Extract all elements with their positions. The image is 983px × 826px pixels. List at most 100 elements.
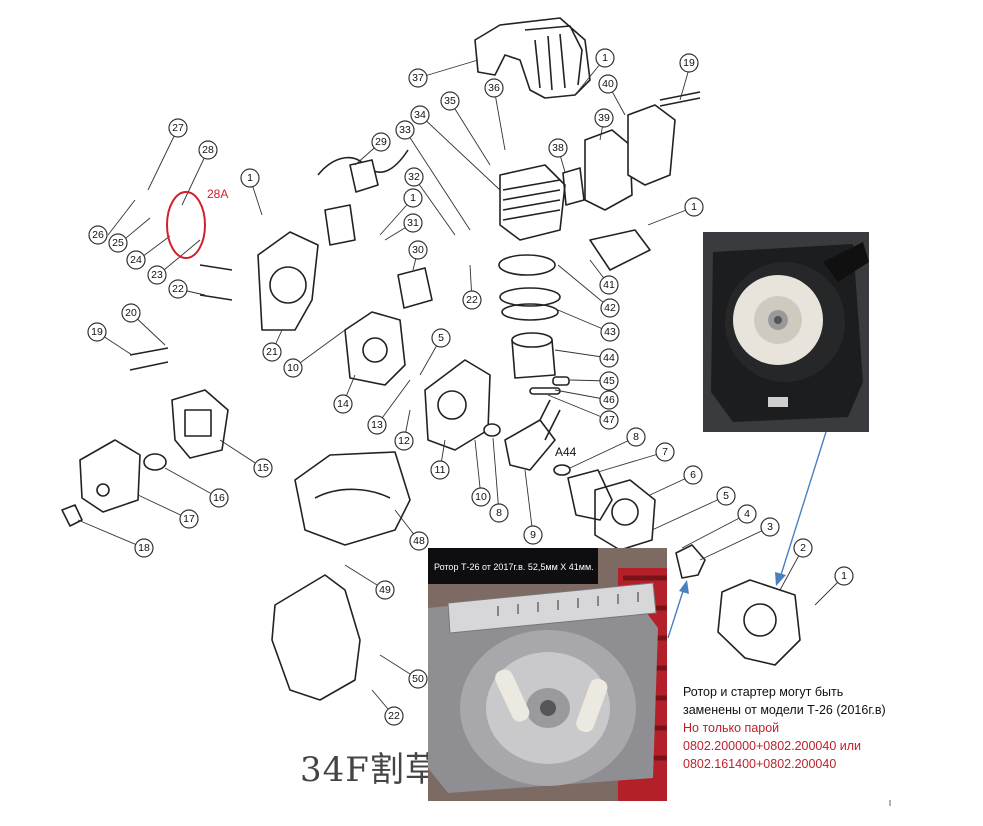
callout-47: 47 — [599, 410, 619, 430]
callout-11: 11 — [430, 460, 450, 480]
svg-text:23: 23 — [151, 269, 163, 281]
svg-text:43: 43 — [604, 326, 616, 338]
rotor-photo: Ротор Т-26 от 2017г.в. 52,5мм Х 41мм. — [428, 548, 667, 801]
callout-45: 45 — [599, 371, 619, 391]
note-red-line-1: Но только парой — [683, 721, 780, 735]
svg-text:42: 42 — [604, 302, 616, 314]
svg-text:28: 28 — [202, 144, 214, 156]
svg-text:8: 8 — [633, 431, 639, 443]
callout-8-lower: 8 — [489, 503, 509, 523]
svg-text:38: 38 — [552, 142, 564, 154]
highlight-28a-label: 28A — [207, 187, 228, 201]
callout-22-mid: 22 — [462, 290, 482, 310]
callout-21: 21 — [262, 342, 282, 362]
callout-1-right: 1 — [684, 197, 704, 217]
callout-5-right: 5 — [716, 486, 736, 506]
svg-text:46: 46 — [603, 394, 615, 406]
rotor-photo-label: Ротор Т-26 от 2017г.в. 52,5мм Х 41мм. — [434, 562, 594, 572]
svg-text:20: 20 — [125, 307, 137, 319]
callout-1-left: 1 — [240, 168, 260, 188]
svg-text:41: 41 — [603, 279, 615, 291]
svg-text:50: 50 — [412, 673, 424, 685]
svg-text:30: 30 — [412, 244, 424, 256]
callout-31: 31 — [403, 213, 423, 233]
svg-text:35: 35 — [444, 95, 456, 107]
svg-text:22: 22 — [172, 283, 184, 295]
callout-1-top: 1 — [595, 48, 615, 68]
callout-19-left: 19 — [87, 322, 107, 342]
callout-23: 23 — [147, 265, 167, 285]
svg-text:40: 40 — [602, 78, 614, 90]
callout-26: 26 — [88, 225, 108, 245]
callout-6: 6 — [683, 465, 703, 485]
callout-8-upper: 8 — [626, 427, 646, 447]
replacement-note: Ротор и стартер могут быть заменены от м… — [683, 683, 963, 773]
callout-43: 43 — [600, 322, 620, 342]
callout-13: 13 — [367, 415, 387, 435]
rotor-photo-drawing — [428, 548, 667, 801]
callout-15: 15 — [253, 458, 273, 478]
svg-text:37: 37 — [412, 72, 424, 84]
callout-17: 17 — [179, 509, 199, 529]
starter-photo-drawing — [703, 232, 869, 432]
svg-text:1: 1 — [841, 570, 847, 582]
svg-text:8: 8 — [496, 507, 502, 519]
svg-text:25: 25 — [112, 237, 124, 249]
svg-text:24: 24 — [130, 254, 142, 266]
svg-text:19: 19 — [683, 57, 695, 69]
callout-4: 4 — [737, 504, 757, 524]
svg-text:17: 17 — [183, 513, 195, 525]
callout-44: 44 — [599, 348, 619, 368]
callout-34: 34 — [410, 105, 430, 125]
callout-39: 39 — [594, 108, 614, 128]
svg-text:16: 16 — [213, 492, 225, 504]
svg-text:9: 9 — [530, 529, 536, 541]
callout-22-bottom: 22 — [384, 706, 404, 726]
callout-12: 12 — [394, 431, 414, 451]
callout-9: 9 — [523, 525, 543, 545]
note-line-2: заменены от модели Т-26 (2016г.в) — [683, 703, 886, 717]
callout-19-right: 19 — [679, 53, 699, 73]
svg-text:48: 48 — [413, 535, 425, 547]
svg-text:22: 22 — [466, 294, 478, 306]
callout-18: 18 — [134, 538, 154, 558]
callout-1-mid: 1 — [403, 188, 423, 208]
svg-text:12: 12 — [398, 435, 410, 447]
svg-text:49: 49 — [379, 584, 391, 596]
callout-40: 40 — [598, 74, 618, 94]
svg-text:6: 6 — [690, 469, 696, 481]
highlight-28a-circle — [166, 191, 206, 259]
callout-32: 32 — [404, 167, 424, 187]
svg-text:10: 10 — [287, 362, 299, 374]
svg-text:45: 45 — [603, 375, 615, 387]
note-red-line-2: 0802.200000+0802.200040 или — [683, 739, 862, 753]
callout-20: 20 — [121, 303, 141, 323]
svg-text:33: 33 — [399, 124, 411, 136]
callout-22-left: 22 — [168, 279, 188, 299]
callout-16: 16 — [209, 488, 229, 508]
callout-10-lower: 10 — [471, 487, 491, 507]
svg-text:31: 31 — [407, 217, 419, 229]
callout-1-bottom: 1 — [834, 566, 854, 586]
callout-7: 7 — [655, 442, 675, 462]
svg-text:2: 2 — [800, 542, 806, 554]
callout-38: 38 — [548, 138, 568, 158]
svg-text:44: 44 — [603, 352, 615, 364]
callout-2: 2 — [793, 538, 813, 558]
arrow-rotor-photo — [667, 587, 685, 639]
callout-37: 37 — [408, 68, 428, 88]
callout-5-mid: 5 — [431, 328, 451, 348]
svg-text:10: 10 — [475, 491, 487, 503]
callout-29: 29 — [371, 132, 391, 152]
svg-text:32: 32 — [408, 171, 420, 183]
svg-text:1: 1 — [247, 172, 253, 184]
callout-25: 25 — [108, 233, 128, 253]
callouts: 37 1 19 40 39 38 36 35 34 33 32 29 1 1 3… — [87, 48, 854, 726]
callout-28: 28 — [198, 140, 218, 160]
note-line-1: Ротор и стартер могут быть — [683, 685, 844, 699]
svg-text:1: 1 — [602, 52, 608, 64]
svg-text:34: 34 — [414, 109, 426, 121]
arrow-rotor-head — [679, 580, 689, 594]
arrow-starter-photo — [779, 431, 827, 579]
